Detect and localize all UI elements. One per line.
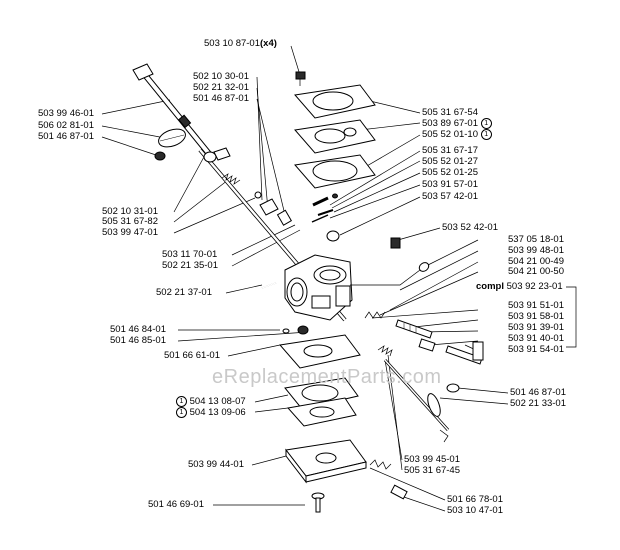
label-503-10-87-01: 503 10 87-01(x4) [204,38,277,49]
metering-gasket [279,334,361,369]
label-501-46-87-01-c: 501 46 87-01 [510,387,566,398]
circled-mark: 1 [176,407,187,418]
label-text: 505 52 01-10 [422,129,478,141]
circled-mark: 1 [480,129,492,140]
leader-lines [101,45,577,512]
label-537-05-18-01: 537 05 18-01 [508,234,564,245]
label-504-13-09-06: 1 504 13 09-06 [176,407,246,418]
pump-cover-screw [295,71,306,86]
label-503-57-42-01: 503 57 42-01 [422,191,478,202]
metering-screw [282,325,309,335]
label-502-10-31-01: 502 10 31-01 [102,206,158,217]
choke-washer [446,383,460,393]
throttle-shaft [132,63,213,157]
label-503-91-51-01: 503 91 51-01 [508,300,564,311]
label-503-11-70-01: 503 11 70-01 [162,249,218,260]
label-503-99-47-01: 503 99 47-01 [102,227,158,238]
label-501-66-61-01: 501 66 61-01 [164,350,220,361]
label-501-66-78-01: 501 66 78-01 [447,494,503,505]
label-503-92-23-01: compl 503 92 23-01 [476,281,563,292]
choke-spring [377,345,393,357]
mixture-needle-h [418,338,436,352]
label-503-99-44-01: 503 99 44-01 [188,459,244,470]
label-503-89-67-01: 503 89 67-01 1 [422,118,492,129]
label-504-21-00-49: 504 21 00-49 [508,256,564,267]
label-501-46-85-01: 501 46 85-01 [110,335,166,346]
label-504-13-08-07: 1 504 13 08-07 [176,396,246,407]
label-502-21-33-01: 502 21 33-01 [510,398,566,409]
label-501-46-87-01-b: 501 46 87-01 [38,131,94,142]
label-501-46-87-01-a: 501 46 87-01 [193,93,249,104]
pump-diaphragm-mid [294,119,376,154]
label-505-31-67-54: 505 31 67-54 [422,107,478,118]
label-502-21-32-01: 502 21 32-01 [193,82,249,93]
label-503-91-57-01: 503 91 57-01 [422,179,478,190]
circled-mark: 1 [480,118,492,129]
label-503-99-46-01: 503 99 46-01 [38,108,94,119]
label-text: 503 89 67-01 [422,118,478,130]
label-503-10-47-01: 503 10 47-01 [447,505,503,516]
label-503-99-45-01: 503 99 45-01 [404,454,460,465]
label-501-46-69-01: 501 46 69-01 [148,499,204,510]
carburetor-body [284,254,353,321]
label-503-91-40-01: 503 91 40-01 [508,333,564,344]
label-502-21-37-01: 502 21 37-01 [156,287,212,298]
label-502-21-35-01: 502 21 35-01 [162,260,218,271]
label-text: 504 13 08-07 [189,396,246,408]
label-502-10-30-01: 502 10 30-01 [193,71,249,82]
label-503-99-48-01: 503 99 48-01 [508,245,564,256]
metering-cover [285,439,367,484]
throttle-valve-disc [158,128,186,148]
label-503-91-58-01: 503 91 58-01 [508,311,564,322]
label-505-52-01-10: 505 52 01-10 1 [422,129,492,140]
needle-small-parts [311,193,340,242]
cover-screw [311,492,325,513]
label-505-31-67-17: 505 31 67-17 [422,145,478,156]
watermark: eReplacementParts.com [212,366,442,388]
throttle-screw-small [154,151,166,161]
idle-spring [364,311,386,319]
label-505-52-01-25: 505 52 01-25 [422,167,478,178]
label-qty: (x4) [260,38,277,49]
pump-diaphragm-upper [294,84,376,119]
cap-503-52-42 [390,237,401,249]
circled-mark: 1 [176,396,187,407]
bent-pin [261,282,277,289]
label-text: 504 13 09-06 [189,407,246,419]
label-505-52-01-27: 505 52 01-27 [422,156,478,167]
label-text: 503 92 23-01 [506,281,563,292]
choke-lever-parts [254,191,293,226]
label-compl: compl [476,281,504,292]
fuel-inlet-fitting [350,262,430,286]
label-506-02-81-01: 506 02 81-01 [38,120,94,131]
pump-gasket [294,154,376,189]
label-503-91-54-01: 503 91 54-01 [508,344,564,355]
label-503-91-39-01: 503 91 39-01 [508,322,564,333]
label-504-21-00-50: 504 21 00-50 [508,266,564,277]
label-505-31-67-82: 505 31 67-82 [102,216,158,227]
lower-spring-screw [369,459,408,500]
mixture-needle-l [395,319,433,339]
choke-shaft [445,341,484,365]
choke-valve [383,358,450,443]
throttle-spring [221,173,241,185]
label-text: 503 10 87-01 [204,38,260,49]
metering-diaphragm [284,377,359,410]
label-505-31-67-45: 505 31 67-45 [404,465,460,476]
label-503-52-42-01: 503 52 42-01 [442,222,498,233]
metering-plate [287,397,357,427]
label-501-46-84-01: 501 46 84-01 [110,324,166,335]
